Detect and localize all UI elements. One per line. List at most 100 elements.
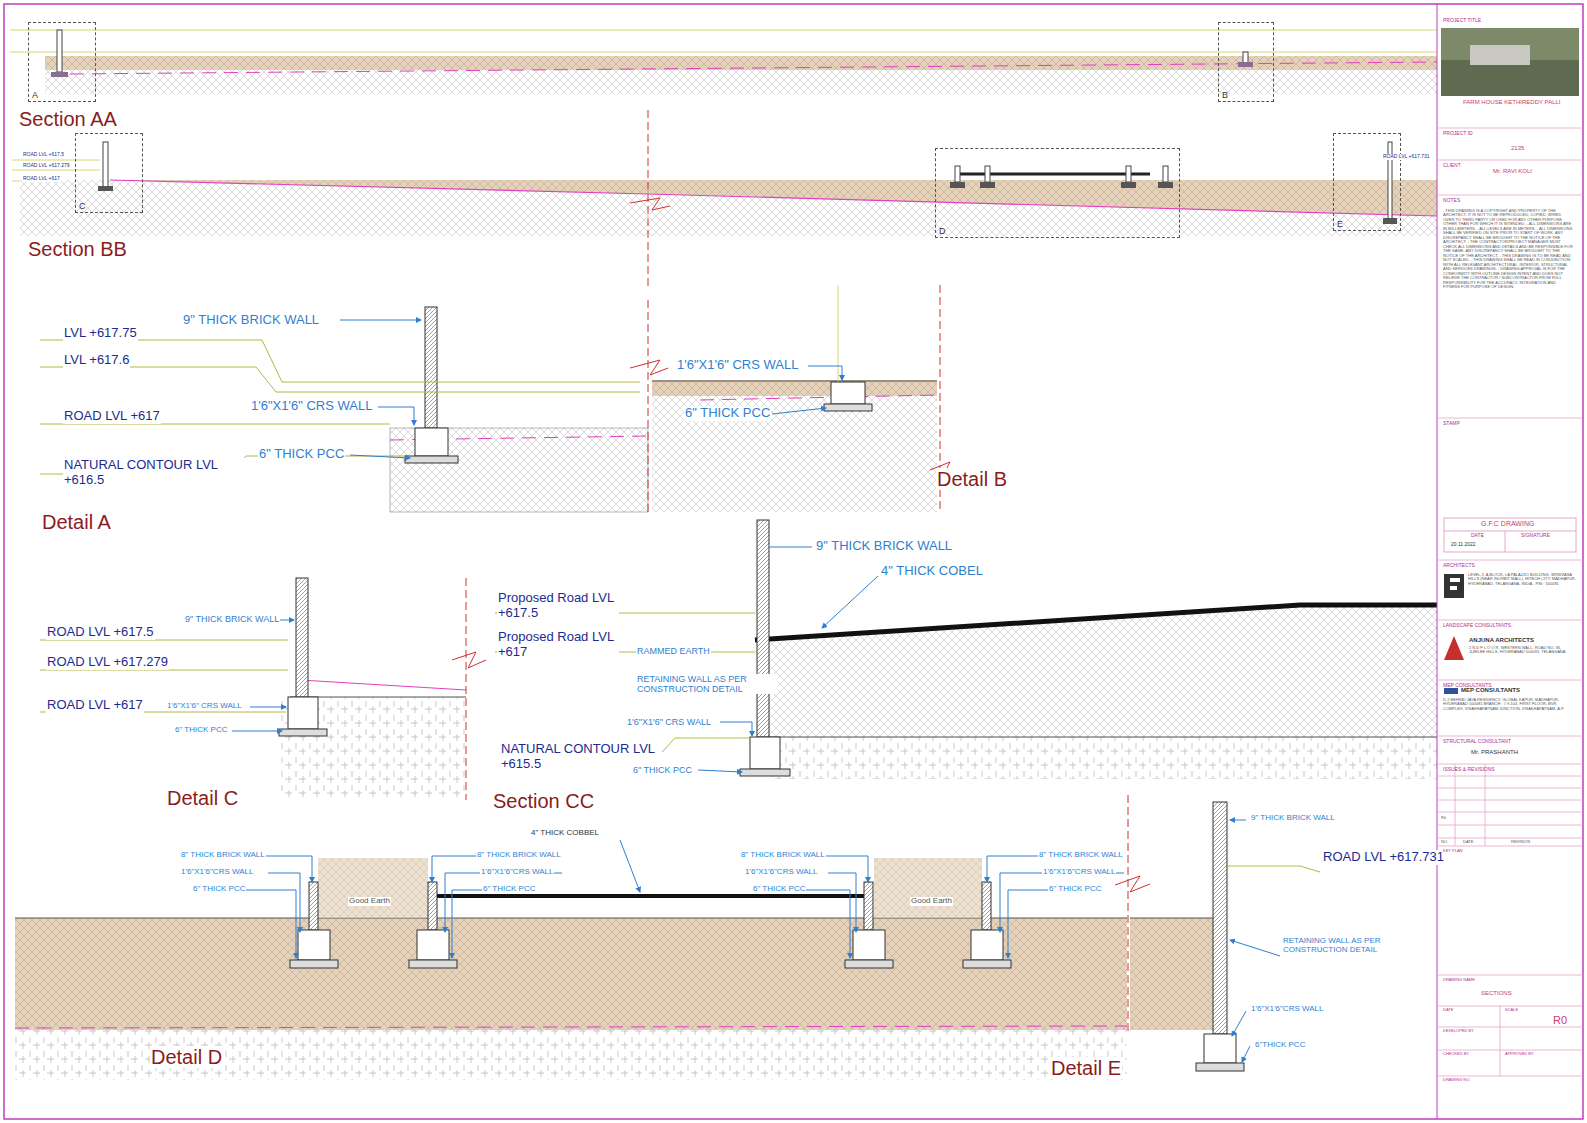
callout-label: 1'6"X1'6"CRS WALL [180, 868, 254, 877]
callout-label: 6" THICK PCC [1048, 885, 1102, 894]
detail-marker-box: B [1218, 22, 1274, 102]
callout-label: 1'6"X1'6"CRS WALL [1250, 1005, 1324, 1014]
callout-label: 9" THICK BRICK WALL [815, 539, 953, 554]
callout-label: 6" THICK PCC [684, 406, 771, 421]
callout-label: 4" THICK COBEL [880, 564, 984, 579]
title-block-text: STRUCTURAL CONSULTANT [1442, 739, 1512, 745]
title-block-text: PROJECT TITLE [1442, 18, 1482, 24]
callout-label: ROAD LVL +617.279 [46, 655, 169, 670]
section-title: Section BB [27, 238, 128, 260]
callout-label: 4" THICK COBBEL [530, 829, 600, 838]
callout-label: 9" THICK BRICK WALL [182, 313, 320, 328]
detail-letter: A [32, 91, 38, 100]
detail-letter: B [1222, 91, 1228, 100]
title-block-text: MEP CONSULTANTS [1460, 687, 1521, 694]
title-block-text: SIGNATURE [1520, 533, 1551, 539]
section-title: Detail D [150, 1046, 223, 1068]
section-title: Section CC [492, 790, 595, 812]
callout-label: 9" THICK BRICK WALL [1250, 814, 1336, 823]
callout-label: 1'6"X1'6"CRS WALL [480, 868, 554, 877]
callout-label: ROAD LVL +617 [22, 176, 61, 182]
callout-label: NATURAL CONTOUR LVL +616.5 [63, 458, 245, 487]
callout-label: 1'6"X1'6" CRS WALL [250, 399, 373, 414]
callout-label: 8" THICK BRICK WALL [180, 851, 266, 860]
detail-marker-box: A [28, 22, 96, 102]
callout-label: ROAD LVL +617.731 [1382, 154, 1431, 160]
callout-label: Good Earth [348, 897, 391, 906]
section-title: Detail E [1050, 1057, 1122, 1079]
detail-marker-box: C [75, 133, 143, 213]
callout-label: 8" THICK BRICK WALL [740, 851, 826, 860]
title-block-text: SECTIONS [1480, 990, 1513, 997]
title-block-text: 2 N D F L O O R, WESTERN WALL, ROAD NO. … [1468, 646, 1578, 655]
callout-label: ROAD LVL +617.5 [46, 625, 155, 640]
callout-label: Proposed Road LVL +617 [497, 630, 619, 659]
title-block-text: R0 [1552, 1014, 1568, 1026]
title-block-text: 2135 [1510, 145, 1525, 152]
callout-label: 6"THICK PCC [1254, 1041, 1306, 1050]
title-block-text: APPROVED BY [1504, 1052, 1535, 1056]
title-block-text: DATE [1442, 1008, 1454, 1012]
callout-label: LVL +617.6 [63, 353, 130, 368]
section-title: Section AA [18, 108, 118, 130]
callout-label: RETAINING WALL AS PER CONSTRUCTION DETAI… [636, 674, 778, 694]
detail-marker-box: D [935, 148, 1180, 238]
detail-marker-box: E [1333, 133, 1401, 231]
title-block-text: LANDSCAPE CONSULTANTS [1442, 623, 1512, 629]
title-block-text: - THIS DRAWING IS A COPYRIGHT AND PROPER… [1442, 209, 1574, 289]
callout-label: 1'6"X1'6" CRS WALL [676, 358, 799, 373]
callout-label: 9" THICK BRICK WALL [184, 614, 280, 624]
title-block-text: NOTES [1442, 198, 1461, 204]
title-block-text: DATE [1462, 840, 1474, 844]
callout-label: 6" THICK PCC [174, 726, 228, 735]
title-block-text: FARM HOUSE KETHIREDDY PALLI [1462, 99, 1564, 106]
title-block-text: Mr. RAVI KOLI [1492, 168, 1533, 175]
callout-label: RAMMED EARTH [636, 646, 711, 656]
callout-label: 6" THICK PCC [192, 885, 246, 894]
detail-letter: D [939, 227, 946, 236]
section-title: Detail B [936, 468, 1008, 490]
title-block-text: SCALE [1504, 1008, 1519, 1012]
section-title: Detail C [166, 787, 239, 809]
title-block-text: CLIENT [1442, 163, 1462, 169]
title-block-text: D-2 BEHIND JAYA RESIDENCY, GLOBAL KAPUR,… [1442, 698, 1574, 711]
title-block-text: DEVELOPED BY [1442, 1029, 1475, 1033]
title-block-text: DRAWING NAME [1442, 978, 1476, 982]
detail-letter: C [79, 202, 86, 211]
callout-label: 1'6"X1'6"CRS WALL [744, 868, 818, 877]
callout-label: ROAD LVL +617.279 [22, 163, 71, 169]
callout-label: 6" THICK PCC [258, 447, 345, 462]
title-block-text: DRAWING NO. [1442, 1078, 1471, 1082]
title-block-text: LEVEL 2, A BLOCK, LA PALAZZO BUILDING, S… [1467, 573, 1577, 586]
title-block-text: PROJECT ID [1442, 131, 1474, 137]
title-block-text: R0 [1440, 816, 1447, 820]
callout-label: RETAINING WALL AS PER CONSTRUCTION DETAI… [1282, 937, 1396, 955]
callout-label: 1'6"X1'6"CRS WALL [1042, 868, 1116, 877]
title-block-text: Mr. PRASHANTH [1470, 749, 1519, 756]
title-block-text: ARCHITECTS [1442, 563, 1476, 569]
callout-label: 6" THICK PCC [632, 765, 693, 775]
callout-label: 1'6"X1'6" CRS WALL [626, 717, 712, 727]
title-block-text: REVISION [1510, 840, 1531, 844]
detail-letter: E [1337, 220, 1343, 229]
title-block-text: ANJUNA ARCHITECTS [1468, 637, 1535, 644]
title-block-text: CHECKED BY [1442, 1052, 1470, 1056]
title-block-text: NO. [1440, 840, 1449, 844]
callout-label: ROAD LVL +617 [46, 698, 144, 713]
title-block-text: DATE [1470, 533, 1485, 539]
callout-label: 8" THICK BRICK WALL [1038, 851, 1124, 860]
callout-label: 8" THICK BRICK WALL [476, 851, 562, 860]
title-block-text: STAMP [1442, 421, 1461, 427]
callout-label: ROAD LVL +617.731 [1322, 850, 1445, 865]
title-block-text: G.F.C DRAWING [1480, 520, 1535, 528]
callout-label: ROAD LVL +617.5 [22, 152, 65, 158]
callout-label: LVL +617.75 [63, 326, 138, 341]
title-block-text: ISSUES & REVISIONS [1442, 767, 1496, 773]
callout-label: 6" THICK PCC [482, 885, 536, 894]
section-title: Detail A [41, 511, 112, 533]
callout-label: 1'6"X1'6" CRS WALL [166, 702, 243, 711]
callout-label: Good Earth [910, 897, 953, 906]
title-block-text: KEY PLAN [1442, 849, 1464, 853]
callout-label: 6" THICK PCC [752, 885, 806, 894]
